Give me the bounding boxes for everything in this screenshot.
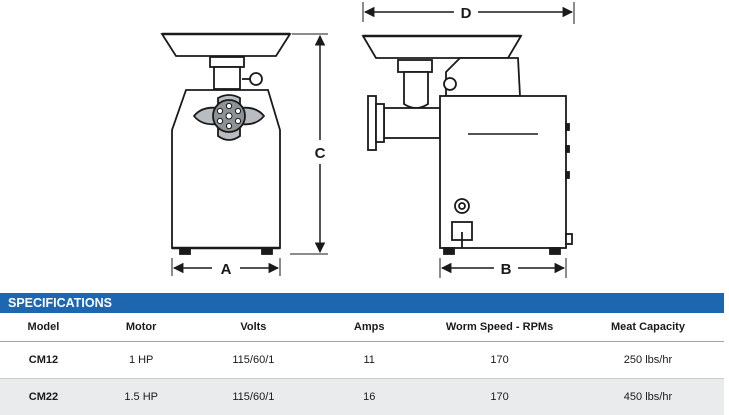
foot xyxy=(550,248,560,254)
table-row: CM12 1 HP 115/60/1 11 170 250 lbs/hr xyxy=(0,342,724,379)
specifications-title: SPECIFICATIONS xyxy=(0,293,724,313)
barrel xyxy=(384,108,440,138)
amps-cell: 16 xyxy=(311,379,427,415)
hopper-tray xyxy=(363,36,521,58)
specifications-table-section: SPECIFICATIONS Model Motor Volts Amps Wo… xyxy=(0,293,724,413)
amps-cell: 11 xyxy=(311,342,427,379)
column-header-volts: Volts xyxy=(195,313,311,342)
hopper-tray xyxy=(162,34,290,56)
dimension-b: B xyxy=(440,258,566,278)
dimension-label-c: C xyxy=(315,145,326,162)
worm-speed-cell: 170 xyxy=(427,342,572,379)
dimension-label-b: B xyxy=(501,261,512,278)
table-header-row: Model Motor Volts Amps Worm Speed - RPMs… xyxy=(0,313,724,342)
meat-grinder-diagram: A C xyxy=(0,0,729,292)
capacity-cell: 450 lbs/hr xyxy=(572,379,724,415)
dimension-c: C xyxy=(290,34,328,254)
model-cell: CM12 xyxy=(0,342,87,379)
column-header-amps: Amps xyxy=(311,313,427,342)
column-header-model: Model xyxy=(0,313,87,342)
dimension-d: D xyxy=(363,2,574,24)
foot xyxy=(262,248,272,254)
front-view xyxy=(162,34,290,254)
foot xyxy=(180,248,190,254)
specifications-table: Model Motor Volts Amps Worm Speed - RPMs… xyxy=(0,313,724,415)
foot xyxy=(444,248,454,254)
handle-knob xyxy=(250,73,262,85)
column-header-motor: Motor xyxy=(87,313,196,342)
volts-cell: 115/60/1 xyxy=(195,379,311,415)
dimension-a: A xyxy=(172,258,280,278)
motor-housing xyxy=(446,58,520,96)
volts-cell: 115/60/1 xyxy=(195,342,311,379)
model-cell: CM22 xyxy=(0,379,87,415)
column-header-worm-speed: Worm Speed - RPMs xyxy=(427,313,572,342)
motor-cell: 1.5 HP xyxy=(87,379,196,415)
side-view xyxy=(363,36,572,254)
feed-throat xyxy=(398,60,432,72)
dimension-label-a: A xyxy=(221,261,232,278)
front-flange xyxy=(368,96,376,150)
capacity-cell: 250 lbs/hr xyxy=(572,342,724,379)
worm-speed-cell: 170 xyxy=(427,379,572,415)
table-row: CM22 1.5 HP 115/60/1 16 170 450 lbs/hr xyxy=(0,379,724,415)
dimension-label-d: D xyxy=(461,5,472,22)
feed-neck xyxy=(210,57,244,67)
column-header-meat-capacity: Meat Capacity xyxy=(572,313,724,342)
motor-cell: 1 HP xyxy=(87,342,196,379)
side-knob xyxy=(444,78,456,90)
